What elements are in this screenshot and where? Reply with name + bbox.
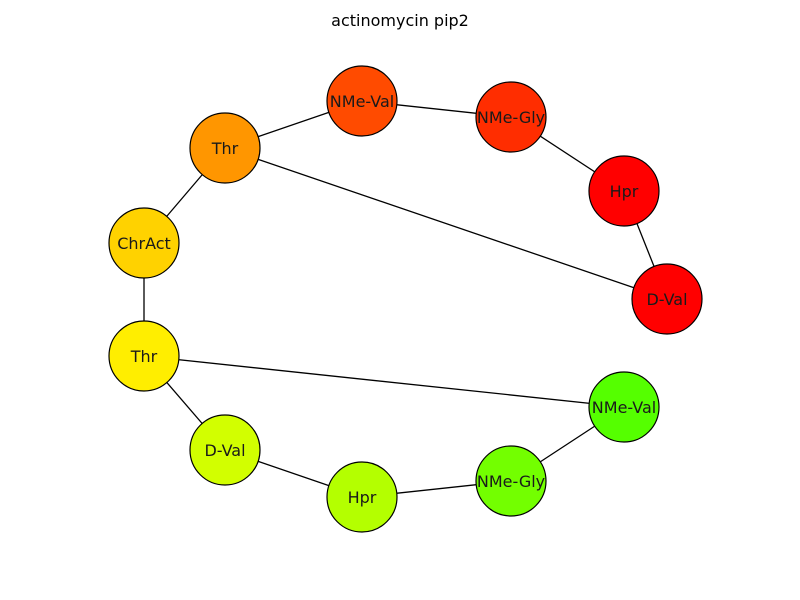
node-label: NMe-Val <box>330 92 394 111</box>
node-label: ChrAct <box>117 234 171 253</box>
node-n3: D-Val <box>631 263 703 335</box>
node-circle <box>189 112 261 184</box>
node-label: Hpr <box>610 182 639 201</box>
node-n6: Thr <box>108 320 180 392</box>
node-label: Hpr <box>348 488 377 507</box>
edge-n4-n3 <box>224 147 668 300</box>
node-n1: NMe-Gly <box>475 81 547 153</box>
node-n2: Hpr <box>588 155 660 227</box>
diagram-title: actinomycin pip2 <box>331 11 469 30</box>
node-label: NMe-Gly <box>477 472 545 491</box>
node-circle <box>326 65 398 137</box>
node-circle <box>631 263 703 335</box>
node-n10: NMe-Val <box>588 371 660 443</box>
node-circle <box>588 371 660 443</box>
node-n8: Hpr <box>326 461 398 533</box>
node-circle <box>475 81 547 153</box>
node-label: Thr <box>211 139 239 158</box>
node-label: NMe-Gly <box>477 108 545 127</box>
node-label: D-Val <box>204 441 245 460</box>
node-n7: D-Val <box>189 414 261 486</box>
node-n0: NMe-Val <box>326 65 398 137</box>
node-n9: NMe-Gly <box>475 445 547 517</box>
node-circle <box>588 155 660 227</box>
node-n4: Thr <box>189 112 261 184</box>
node-circle <box>108 207 180 279</box>
node-circle <box>326 461 398 533</box>
edge-n6-n10 <box>143 355 625 408</box>
node-label: Thr <box>130 347 158 366</box>
node-circle <box>189 414 261 486</box>
node-label: NMe-Val <box>592 398 656 417</box>
node-circle <box>475 445 547 517</box>
node-layer: NMe-ValNMe-GlyHprD-ValThrChrActThrD-ValH… <box>108 65 703 533</box>
node-n5: ChrAct <box>108 207 180 279</box>
node-circle <box>108 320 180 392</box>
node-label: D-Val <box>646 290 687 309</box>
